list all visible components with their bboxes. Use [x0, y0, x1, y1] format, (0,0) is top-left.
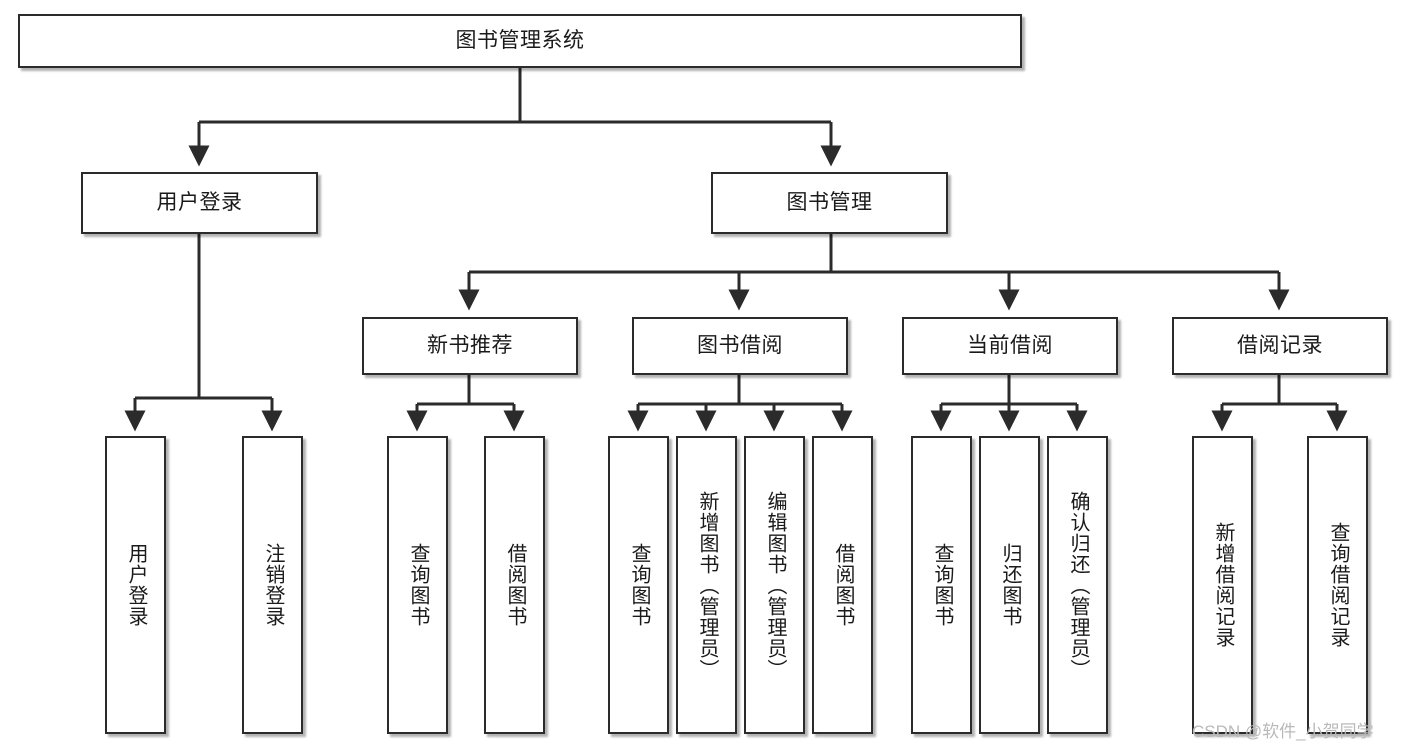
- node-label: 查询图书: [407, 543, 429, 627]
- node-label: 新书推荐: [427, 333, 513, 357]
- node-label: 查询借阅记录: [1327, 522, 1349, 648]
- node-label: 借阅图书: [832, 543, 854, 627]
- leaf-book-borrow-borrow-book[interactable]: 借阅图书: [812, 436, 873, 734]
- node-label: 注销登录: [262, 543, 284, 627]
- node-label: 查询图书: [931, 543, 953, 627]
- leaf-borrow-record-add-record[interactable]: 新增借阅记录: [1192, 436, 1253, 734]
- leaf-current-borrow-confirm-return-admin[interactable]: 确认归还（管理员）: [1047, 436, 1108, 734]
- node-label: 当前借阅: [967, 333, 1053, 357]
- node-label: 用户登录: [156, 190, 243, 214]
- node-label: 借阅图书: [504, 543, 526, 627]
- node-label: 图书管理系统: [455, 28, 585, 52]
- node-current-borrow[interactable]: 当前借阅: [902, 317, 1118, 375]
- node-label: 新增借阅记录: [1212, 522, 1234, 648]
- leaf-current-borrow-return-book[interactable]: 归还图书: [979, 436, 1040, 734]
- node-label: 借阅记录: [1237, 333, 1323, 357]
- node-borrow-record[interactable]: 借阅记录: [1172, 317, 1388, 375]
- node-label: 编辑图书（管理员）: [764, 490, 786, 680]
- node-label: 确认归还（管理员）: [1067, 490, 1089, 680]
- node-user-login[interactable]: 用户登录: [81, 172, 318, 234]
- leaf-user-login-login[interactable]: 用户登录: [105, 436, 166, 734]
- node-label: 用户登录: [125, 543, 147, 627]
- leaf-new-book-query-book[interactable]: 查询图书: [387, 436, 448, 734]
- leaf-current-borrow-query-book[interactable]: 查询图书: [911, 436, 972, 734]
- node-label: 查询图书: [628, 543, 650, 627]
- leaf-book-borrow-add-book-admin[interactable]: 新增图书（管理员）: [676, 436, 737, 734]
- node-label: 图书管理: [786, 190, 873, 214]
- node-book-borrow[interactable]: 图书借阅: [632, 317, 848, 375]
- leaf-book-borrow-query-book[interactable]: 查询图书: [608, 436, 669, 734]
- csdn-watermark: CSDN @软件_小贺同学: [1192, 722, 1374, 741]
- leaf-new-book-borrow-book[interactable]: 借阅图书: [484, 436, 545, 734]
- node-label: 图书借阅: [697, 333, 783, 357]
- node-new-book-recommend[interactable]: 新书推荐: [362, 317, 578, 375]
- leaf-user-login-logout[interactable]: 注销登录: [242, 436, 303, 734]
- node-book-management[interactable]: 图书管理: [711, 172, 948, 234]
- leaf-borrow-record-query-record[interactable]: 查询借阅记录: [1307, 436, 1368, 734]
- node-label: 归还图书: [999, 543, 1021, 627]
- node-label: 新增图书（管理员）: [696, 490, 718, 680]
- leaf-book-borrow-edit-book-admin[interactable]: 编辑图书（管理员）: [744, 436, 805, 734]
- node-root-book-management-system[interactable]: 图书管理系统: [18, 14, 1022, 68]
